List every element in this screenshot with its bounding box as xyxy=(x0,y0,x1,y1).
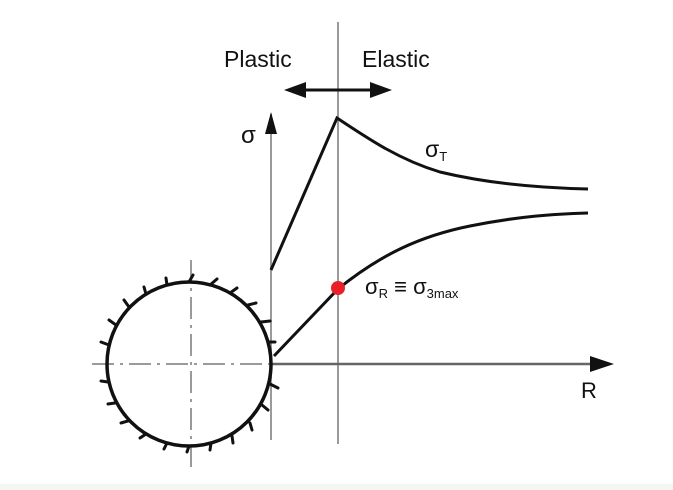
tangential-stress-subscript: T xyxy=(439,149,448,164)
plastic-zone-label: Plastic xyxy=(224,46,292,72)
radial-stress-subscript: R xyxy=(378,286,388,301)
right-arrowhead-icon xyxy=(370,82,392,98)
boundary-stress-marker xyxy=(331,281,345,295)
r-axis-arrowhead-icon xyxy=(590,356,614,372)
left-arrowhead-icon xyxy=(284,82,306,98)
tangential-stress-label: σT xyxy=(425,136,447,164)
tunnel-hatch-marks xyxy=(99,273,280,454)
sigma-axis-label: σ xyxy=(241,122,256,149)
tangential-stress-curve xyxy=(269,115,589,271)
bottom-border-strip xyxy=(0,484,673,490)
radial-stress-symbol: σ xyxy=(365,274,379,299)
equivalence-symbol: ≡ xyxy=(394,274,407,299)
max-principal-stress-symbol: σ xyxy=(413,274,427,299)
max-principal-stress-subscript: 3max xyxy=(426,286,459,301)
tangential-stress-symbol: σ xyxy=(425,136,440,162)
radial-stress-label: σR ≡ σ3max xyxy=(365,274,458,301)
sigma-axis-arrowhead-icon xyxy=(265,112,277,134)
elastic-zone-label: Elastic xyxy=(362,46,430,72)
r-axis-label: R xyxy=(581,378,597,403)
radial-stress-curve xyxy=(272,211,589,358)
